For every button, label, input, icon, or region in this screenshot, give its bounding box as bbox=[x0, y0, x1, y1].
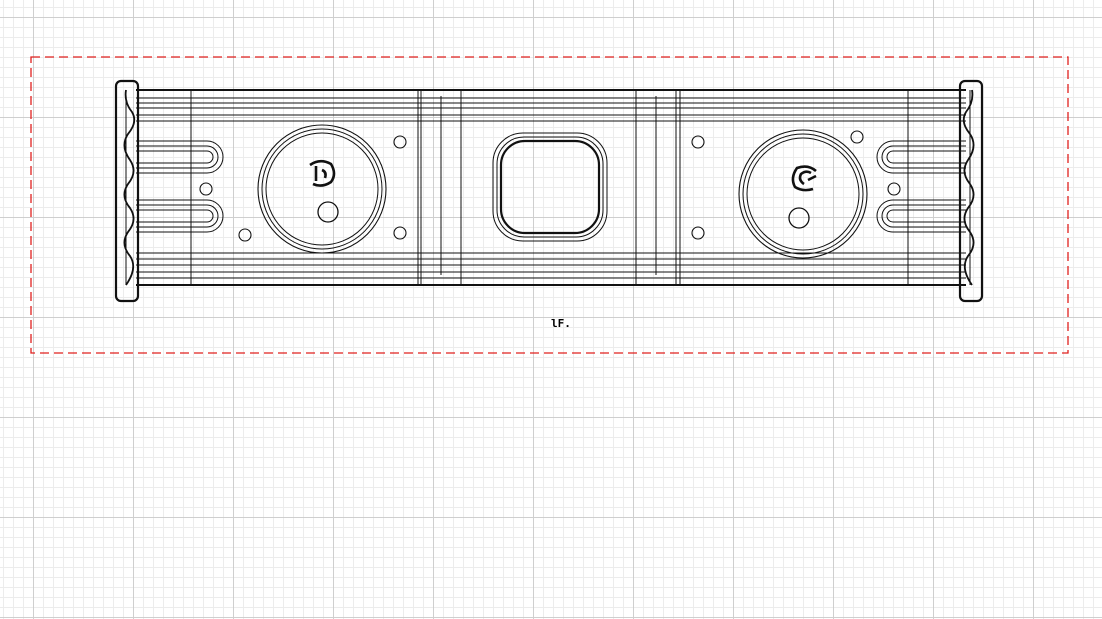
hook-symbol-left-icon bbox=[309, 159, 336, 187]
boss-left bbox=[257, 124, 387, 254]
center-window bbox=[492, 132, 608, 242]
body-outline bbox=[136, 89, 966, 286]
selection-box[interactable] bbox=[30, 56, 1069, 354]
slots-right bbox=[876, 140, 966, 233]
profile-wave-left bbox=[123, 89, 136, 286]
end-cap-left bbox=[114, 79, 140, 303]
slots-left bbox=[136, 140, 224, 233]
part-label: lF. bbox=[551, 317, 571, 330]
bottom-ribs bbox=[136, 252, 966, 279]
section-notches bbox=[421, 271, 676, 275]
top-ribs bbox=[136, 97, 966, 122]
body-ends bbox=[125, 90, 971, 285]
small-holes bbox=[199, 130, 901, 242]
profile-wave-right bbox=[962, 89, 975, 286]
hook-symbol-right-icon bbox=[791, 165, 817, 192]
section-lines bbox=[190, 90, 909, 285]
part-drawing[interactable] bbox=[114, 79, 984, 303]
end-cap-right bbox=[958, 79, 984, 303]
boss-right bbox=[738, 129, 868, 259]
